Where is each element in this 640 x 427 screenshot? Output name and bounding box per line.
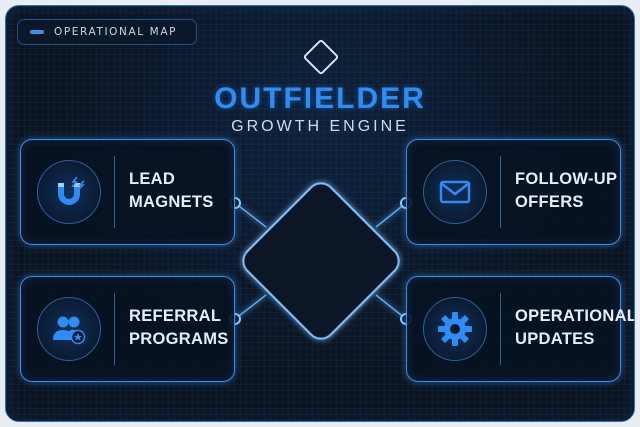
- card-label: LEAD MAGNETS: [129, 168, 233, 214]
- card-label-line-1: LEAD: [129, 170, 176, 188]
- users-star-icon: [37, 297, 101, 361]
- card-label-line-2: MAGNETS: [129, 193, 214, 211]
- card-label-line-1: REFERRAL: [129, 307, 222, 325]
- diagram-frame: OPERATIONAL MAP OUTFIELDER GROWTH ENG: [5, 5, 635, 422]
- card-divider: [500, 156, 501, 228]
- connector-line-operational: [375, 294, 407, 320]
- card-label-line-2: PROGRAMS: [129, 330, 229, 348]
- connector-line-referral: [234, 294, 267, 320]
- card-label: FOLLOW-UP OFFERS: [515, 168, 619, 214]
- connector-line-lead: [234, 202, 267, 228]
- tag-label: OPERATIONAL MAP: [54, 26, 178, 38]
- connector-line-followup: [375, 202, 407, 228]
- magnet-icon: [37, 160, 101, 224]
- card-label: REFERRAL PROGRAMS: [129, 305, 233, 351]
- card-label-line-1: FOLLOW-UP: [515, 170, 618, 188]
- central-diamond: [242, 182, 400, 340]
- card-follow-up-offers: FOLLOW-UP OFFERS: [406, 139, 621, 245]
- envelope-icon: [423, 160, 487, 224]
- card-label: OPERATIONAL UPDATES: [515, 305, 635, 351]
- card-divider: [114, 156, 115, 228]
- card-divider: [500, 293, 501, 365]
- card-operational-updates: OPERATIONAL UPDATES: [406, 276, 635, 382]
- card-label-line-2: UPDATES: [515, 330, 595, 348]
- card-label-line-1: OPERATIONAL: [515, 307, 635, 325]
- card-divider: [114, 293, 115, 365]
- card-lead-magnets: LEAD MAGNETS: [20, 139, 235, 245]
- diagram-subtitle: GROWTH ENGINE: [231, 118, 409, 135]
- card-referral-programs: REFERRAL PROGRAMS: [20, 276, 235, 382]
- gear-icon: [423, 297, 487, 361]
- card-label-line-2: OFFERS: [515, 193, 584, 211]
- diagram-title: OUTFIELDER: [214, 82, 426, 115]
- logo-diamond: [303, 39, 339, 75]
- tag-accent-bar: [30, 30, 44, 34]
- operational-map-tag: OPERATIONAL MAP: [17, 19, 197, 45]
